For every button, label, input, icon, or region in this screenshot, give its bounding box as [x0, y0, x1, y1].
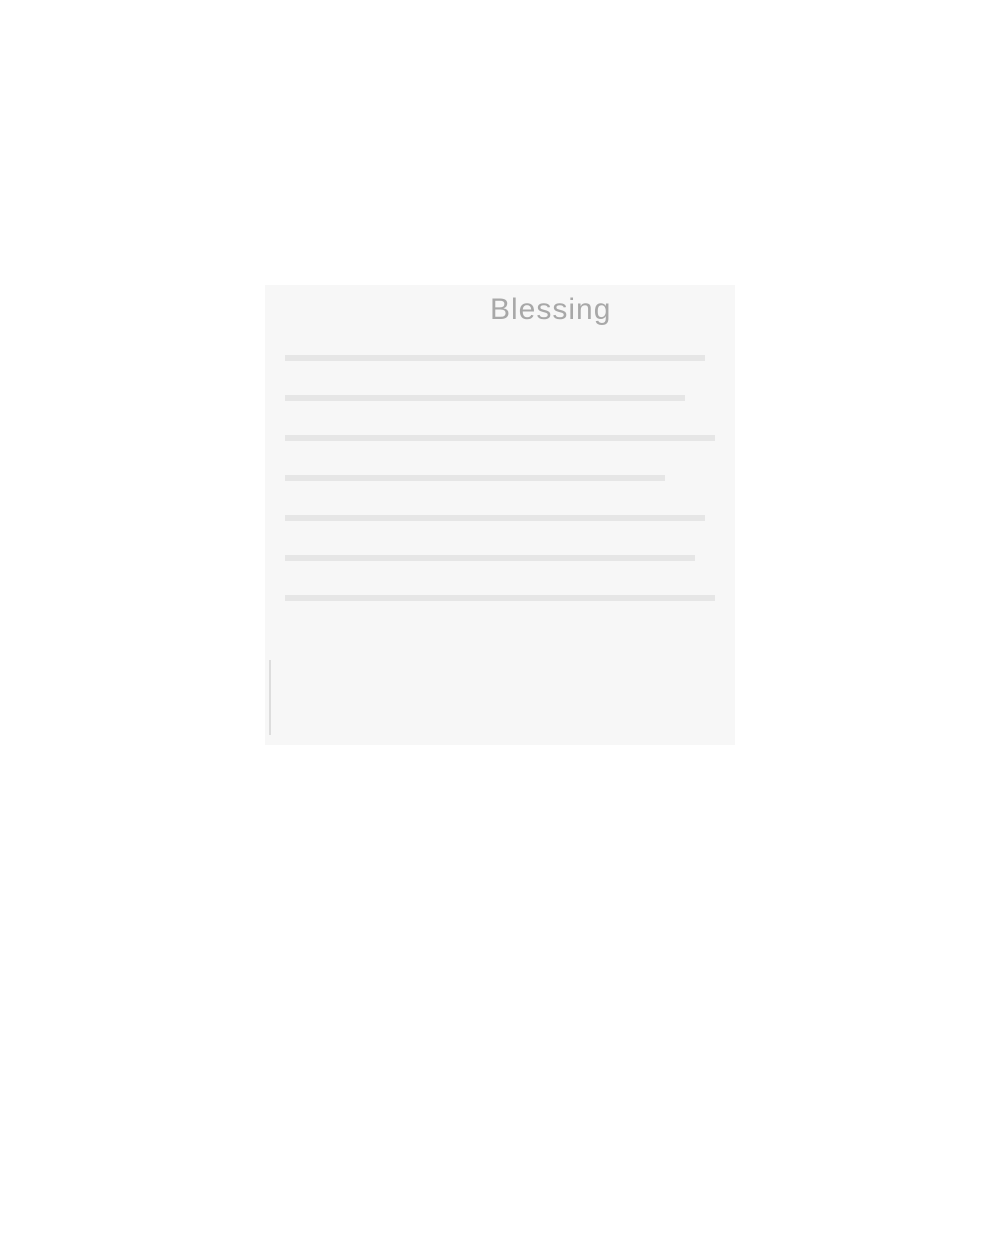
text-line	[285, 395, 685, 401]
text-line	[285, 355, 705, 361]
text-line	[285, 595, 715, 601]
faded-document-panel: Blessing	[265, 285, 735, 745]
text-line	[285, 555, 695, 561]
text-line	[285, 435, 715, 441]
quote-block	[269, 660, 731, 735]
text-line	[285, 515, 705, 521]
text-line	[285, 475, 665, 481]
document-title: Blessing	[490, 293, 612, 326]
